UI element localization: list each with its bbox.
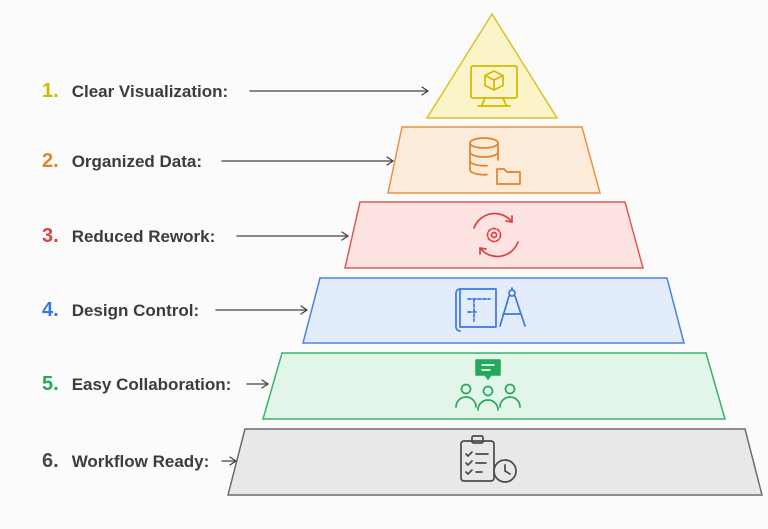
- level-5-label: 5. Easy Collaboration:: [42, 373, 231, 396]
- level-1-layer: [425, 12, 559, 119]
- level-2-text: Organized Data:: [71, 151, 203, 171]
- level-4-text: Design Control:: [71, 300, 200, 320]
- level-1-label: 1. Clear Visualization:: [42, 80, 228, 103]
- level-1-text: Clear Visualization:: [71, 81, 229, 101]
- level-2-number: 2.: [42, 150, 59, 172]
- level-4-shape: [302, 277, 685, 344]
- level-4-label: 4. Design Control:: [42, 299, 199, 322]
- level-1-number: 1.: [42, 80, 59, 102]
- level-6-shape: [227, 428, 763, 496]
- level-3-label: 3. Reduced Rework:: [42, 225, 215, 248]
- level-5-number: 5.: [42, 373, 59, 395]
- level-2-label: 2. Organized Data:: [42, 150, 202, 173]
- database-folder-icon: [469, 137, 521, 185]
- level-6-label: 6. Workflow Ready:: [42, 450, 209, 473]
- level-5-text: Easy Collaboration:: [71, 374, 232, 394]
- refresh-gear-icon: [473, 212, 519, 258]
- level-3-text: Reduced Rework:: [71, 226, 216, 246]
- level-6-number: 6.: [42, 450, 59, 472]
- level-5-shape: [262, 352, 726, 420]
- level-3-arrow: [236, 231, 349, 241]
- level-4-layer: [302, 277, 685, 344]
- team-chat-icon: [455, 359, 521, 411]
- level-2-shape: [387, 126, 601, 194]
- checklist-clock-icon: [460, 435, 517, 483]
- level-6-text: Workflow Ready:: [71, 451, 210, 471]
- level-4-arrow: [215, 305, 308, 315]
- monitor-cube-icon: [470, 65, 518, 107]
- level-2-layer: [387, 126, 601, 194]
- level-1-arrow: [249, 86, 429, 96]
- level-6-layer: [227, 428, 763, 496]
- blueprint-compass-icon: [455, 287, 526, 332]
- level-6-arrow: [221, 456, 237, 466]
- level-5-layer: [262, 352, 726, 420]
- level-2-arrow: [221, 156, 394, 166]
- level-4-number: 4.: [42, 299, 59, 321]
- level-3-number: 3.: [42, 225, 59, 247]
- level-3-shape: [344, 201, 644, 269]
- pointer-arrows: [215, 86, 429, 466]
- level-3-layer: [344, 201, 644, 269]
- level-5-arrow: [246, 379, 269, 389]
